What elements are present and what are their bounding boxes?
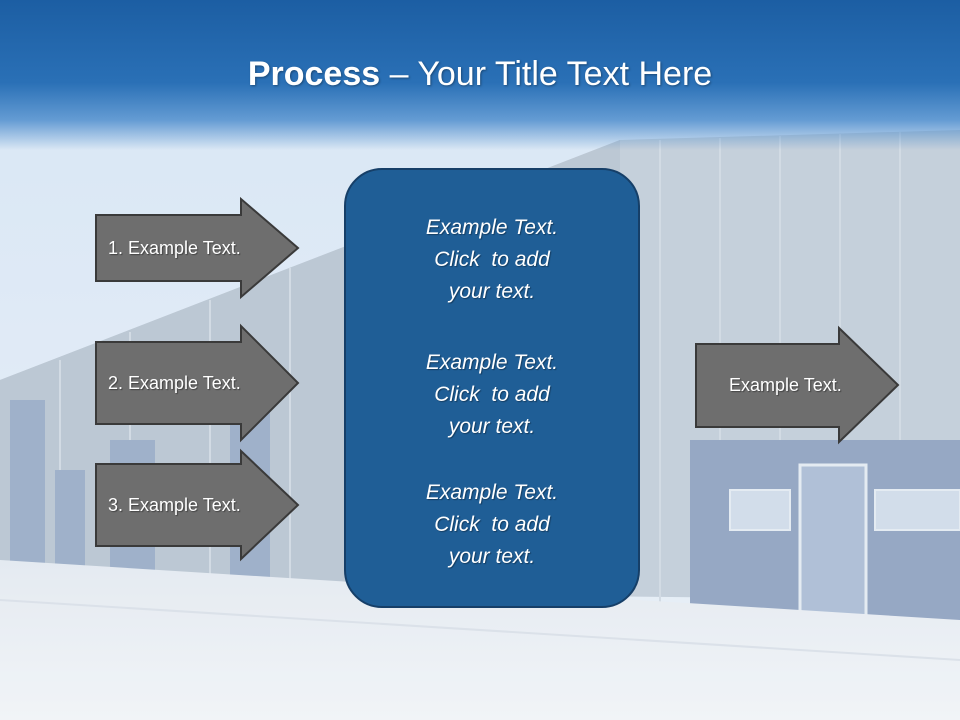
left-arrow-2[interactable]: 2. Example Text. [95,323,300,443]
center-block-2-line1: Example Text. [425,351,559,374]
center-block-2-line3: your text. [448,415,536,438]
center-text-box[interactable] [344,168,640,608]
center-block-1-line1: Example Text. [425,216,559,239]
center-block-3[interactable]: Example Text. Click to add your text. [344,477,640,573]
title-rest: – Your Title Text Here [380,55,713,93]
left-arrow-3[interactable]: 3. Example Text. [95,448,300,562]
center-block-2[interactable]: Example Text. Click to add your text. [344,347,640,443]
left-arrow-1-label: 1. Example Text. [108,237,241,258]
arrow-shape [95,323,300,443]
arrow-shape [95,196,300,300]
arrow-shape [695,325,900,445]
right-arrow-label: Example Text. [729,374,842,395]
left-arrow-3-label: 3. Example Text. [108,494,241,515]
center-block-3-line3: your text. [448,545,536,568]
title-bold: Process [247,55,381,93]
center-block-3-line2: Click to add [434,513,550,536]
left-arrow-1[interactable]: 1. Example Text. [95,196,300,300]
center-block-2-line2: Click to add [434,383,550,406]
title-band [0,0,960,150]
center-block-1-line3: your text. [448,280,536,303]
arrow-shape [95,448,300,562]
center-block-3-line1: Example Text. [425,481,559,504]
page-title[interactable]: Process – Your Title Text Here [0,52,960,96]
center-block-1-line2: Click to add [434,248,550,271]
center-block-1[interactable]: Example Text. Click to add your text. [344,212,640,308]
right-arrow[interactable]: Example Text. [695,325,900,445]
left-arrow-2-label: 2. Example Text. [108,372,241,393]
